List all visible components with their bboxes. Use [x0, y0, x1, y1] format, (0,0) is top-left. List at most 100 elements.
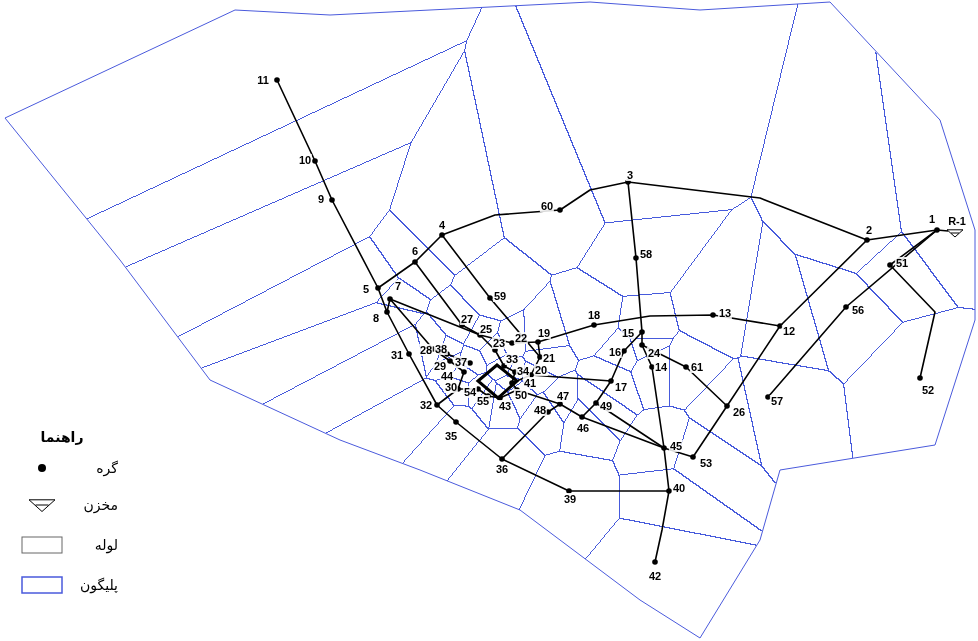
node-number: 28: [419, 344, 433, 356]
node-number: 42: [648, 570, 662, 582]
legend-polygon-symbol: [22, 577, 62, 593]
legend-text: لوله: [95, 536, 118, 554]
junction-dot: [591, 322, 597, 328]
node-number: 35: [444, 430, 458, 442]
junction-dot: [434, 402, 440, 408]
pipe-line: [415, 262, 538, 343]
central-loop: [478, 365, 517, 398]
node-number: 26: [732, 406, 746, 418]
junction-dot: [439, 232, 445, 238]
pipe-line: [628, 182, 669, 562]
junction-dot: [375, 285, 381, 291]
node-number: 3: [626, 169, 634, 181]
node-number: 9: [317, 193, 325, 205]
junction-dot: [639, 342, 645, 348]
junction-dot: [557, 207, 563, 213]
node-number: 32: [419, 399, 433, 411]
node-number: 5: [362, 283, 370, 295]
node-number: 60: [540, 200, 554, 212]
node-number: 46: [576, 422, 590, 434]
junction-dot: [535, 339, 541, 345]
node-number: 41: [523, 377, 537, 389]
junction-dot: [579, 414, 585, 420]
pipe-line: [937, 230, 948, 231]
node-number: 43: [498, 400, 512, 412]
node-number: 58: [639, 248, 653, 260]
node-number: 23: [492, 337, 506, 349]
node-number: 16: [608, 346, 622, 358]
reservoir-symbol: [29, 500, 55, 512]
node-number: 34: [516, 365, 530, 377]
pipe-line: [277, 80, 387, 312]
node-number: 45: [669, 440, 683, 452]
junction-dot: [406, 351, 412, 357]
junction-dot: [864, 237, 870, 243]
node-number: 4: [438, 219, 446, 231]
node-number: 49: [599, 400, 613, 412]
node-number: 44: [440, 370, 454, 382]
junction-dot: [724, 403, 730, 409]
legend-node-symbol: [38, 464, 46, 472]
node-number: 55: [476, 395, 490, 407]
node-number: 33: [505, 353, 519, 365]
node-number: 53: [699, 457, 713, 469]
junction-dot: [639, 329, 645, 335]
node-number: 15: [621, 327, 635, 339]
node-number: 12: [782, 325, 796, 337]
node-number: 36: [495, 463, 509, 475]
junction-dot: [652, 559, 658, 565]
node-number: 21: [542, 352, 556, 364]
junction-dot: [887, 262, 893, 268]
node-number: 56: [851, 304, 865, 316]
junction-dot: [509, 380, 515, 386]
pipe-line: [502, 404, 582, 459]
node-number: 24: [647, 347, 661, 359]
node-number: 37: [454, 356, 468, 368]
node-number: 2: [865, 224, 873, 236]
pipe-line: [582, 403, 664, 448]
reservoir-name: R-1: [947, 215, 967, 227]
node-number: 13: [718, 307, 732, 319]
reservoir-level: [36, 505, 49, 506]
node-number: 40: [672, 482, 686, 494]
node-number: 39: [563, 493, 577, 505]
node-number: 11: [256, 74, 270, 86]
node-number: 47: [556, 390, 570, 402]
junction-dot: [412, 259, 418, 265]
node-number: 30: [444, 381, 458, 393]
junction-dot: [329, 197, 335, 203]
node-number: 17: [614, 381, 628, 393]
pipe-line: [538, 315, 780, 342]
pipe-line: [442, 235, 611, 381]
node-number: 50: [514, 389, 528, 401]
node-number: 18: [587, 309, 601, 321]
pipe-line: [378, 182, 937, 288]
junction-dot: [683, 364, 689, 370]
legend-text: مخزن: [83, 496, 118, 514]
junction-dot: [461, 369, 467, 375]
pipe-line: [390, 299, 515, 372]
junction-dot: [557, 401, 563, 407]
junction-dot: [312, 158, 318, 164]
pipe-line: [596, 381, 664, 448]
junction-dot: [453, 419, 459, 425]
junction-dot: [384, 309, 390, 315]
node-number: 14: [654, 361, 668, 373]
node-number: 7: [394, 280, 402, 292]
reservoir-level: [951, 233, 959, 234]
node-number: 19: [537, 327, 551, 339]
pipe-line: [642, 345, 727, 406]
node-number: 1: [928, 213, 936, 225]
junction-dot: [710, 312, 716, 318]
legend-text: پلیگون: [80, 576, 118, 594]
node-number: 10: [298, 154, 312, 166]
pipe-line: [390, 299, 470, 363]
junction-dot: [274, 77, 280, 83]
junction-dot: [447, 358, 453, 364]
junction-dot: [843, 304, 849, 310]
junction-dot: [661, 445, 667, 451]
node-number: 48: [533, 404, 547, 416]
reservoir-symbol: [947, 230, 963, 237]
legend-pipe-symbol: [22, 537, 62, 553]
node-number: 61: [690, 361, 704, 373]
